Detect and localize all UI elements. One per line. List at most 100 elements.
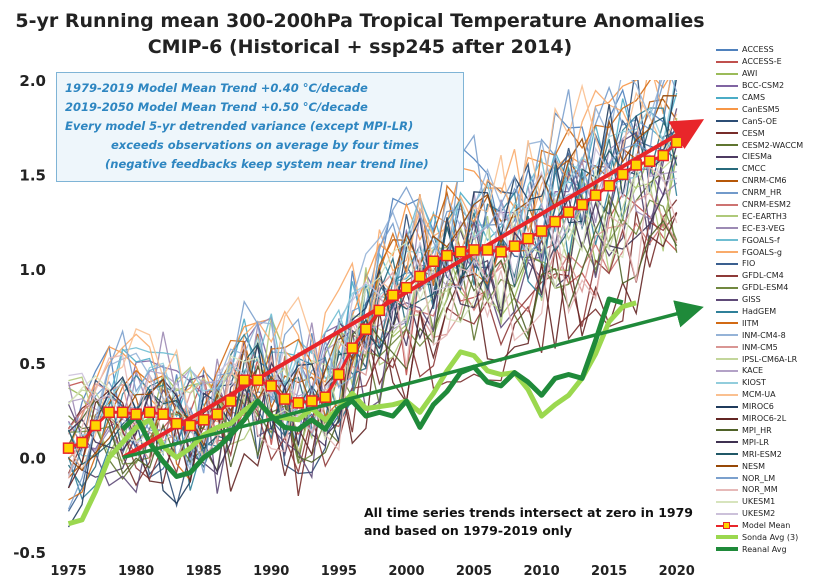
legend-swatch <box>716 262 738 265</box>
model-mean-point <box>89 419 102 432</box>
legend-swatch <box>716 298 738 301</box>
note-line-1: All time series trends intersect at zero… <box>364 505 694 520</box>
legend-label: CNRM-ESM2 <box>742 200 792 210</box>
legend-swatch <box>716 274 738 277</box>
legend-label: CAMS <box>742 93 766 102</box>
model-mean-point <box>387 289 399 301</box>
model-mean-point <box>157 408 169 420</box>
model-mean-point <box>211 408 223 420</box>
legend-label: NOR_MM <box>742 485 778 495</box>
annotation-note: All time series trends intersect at zero… <box>364 504 693 540</box>
legend-label: MPI_HR <box>742 425 772 435</box>
model-series-line <box>68 122 677 416</box>
legend-swatch <box>716 167 738 170</box>
legend-swatch <box>716 84 738 87</box>
legend-item: Reanal Avg <box>716 543 824 555</box>
legend-swatch <box>716 60 738 63</box>
legend-label: CanS-OE <box>742 116 778 126</box>
legend-label: CNRM_HR <box>742 188 782 198</box>
model-mean-point <box>292 397 305 409</box>
legend-item: CanS-OE <box>716 115 824 127</box>
legend-label: MRI-ESM2 <box>742 449 782 459</box>
legend-label: Sonda Avg (3) <box>742 532 799 542</box>
legend-label: CESM2-WACCM <box>742 140 804 150</box>
legend-label: Model Mean <box>742 521 791 531</box>
model-mean-point <box>441 249 453 262</box>
model-series-line <box>68 144 678 474</box>
legend-item: GISS <box>716 294 824 306</box>
model-series-line <box>67 116 678 466</box>
model-mean-point <box>522 232 534 245</box>
model-series-line <box>67 83 678 471</box>
legend-item: IITM <box>716 317 824 329</box>
legend-swatch <box>716 251 738 254</box>
legend-item: INM-CM4-8 <box>716 329 824 341</box>
legend-label: KIOST <box>742 378 766 388</box>
legend-item: FGOALS-g <box>716 246 824 258</box>
legend-item: MPI-LR <box>716 436 824 448</box>
model-series-line <box>68 146 677 445</box>
model-series-line <box>67 80 666 460</box>
legend-swatch <box>716 108 738 111</box>
legend-label: IPSL-CM6A-LR <box>742 354 798 364</box>
legend-swatch <box>716 547 738 552</box>
legend-item: GFDL-ESM4 <box>716 282 824 294</box>
legend-item: CNRM_HR <box>716 187 824 199</box>
model-mean-point <box>116 406 129 419</box>
legend-item: UKESM2 <box>716 508 824 520</box>
legend-swatch <box>716 488 738 491</box>
legend-swatch <box>716 96 738 99</box>
model-mean-point <box>238 374 250 386</box>
model-mean-point <box>62 442 75 454</box>
legend-swatch <box>716 522 738 530</box>
legend-item: ACCESS-E <box>716 56 824 68</box>
x-tick-label: 2015 <box>591 564 627 578</box>
legend-label: MIROC6 <box>742 402 774 412</box>
chart-title: 5-yr Running mean 300-200hPa Tropical Te… <box>15 10 705 32</box>
model-mean-point <box>224 395 237 407</box>
legend-label: BCC-CSM2 <box>742 81 785 91</box>
legend-label: GFDL-CM4 <box>742 271 784 281</box>
legend-label: INM-CM5 <box>742 342 778 352</box>
legend-item: MIROC6 <box>716 401 824 413</box>
legend-item: Model Mean <box>716 520 824 532</box>
legend-item: MCM-UA <box>716 389 824 401</box>
legend-item: INM-CM5 <box>716 341 824 353</box>
model-series-line <box>67 80 669 452</box>
legend-item: CAMS <box>716 92 824 104</box>
legend-label: CESM <box>742 128 765 138</box>
info-line-3: Every model 5-yr detrended variance (exc… <box>65 119 414 133</box>
model-mean-point <box>495 246 507 258</box>
model-mean-point <box>454 246 467 258</box>
legend-label: FGOALS-f <box>742 235 780 245</box>
model-mean-point <box>603 179 615 192</box>
model-mean-point <box>562 206 575 218</box>
y-tick-label: 1.5 <box>19 166 46 184</box>
note-line-2: and based on 1979-2019 only <box>364 523 573 538</box>
legend-label: KACE <box>742 366 764 376</box>
legend-item: MIROC6-2L <box>716 413 824 425</box>
y-tick-label: 1.0 <box>19 261 46 279</box>
legend-item: NOR_LM <box>716 472 824 484</box>
legend-item: NOR_MM <box>716 484 824 496</box>
model-mean-point <box>265 380 278 392</box>
model-mean-point <box>427 255 440 267</box>
legend-swatch <box>716 477 738 479</box>
model-mean-point <box>103 406 115 419</box>
info-line-4: exceeds observations on average by four … <box>111 138 419 152</box>
model-mean-point <box>400 281 413 294</box>
legend-label: CMCC <box>742 164 766 174</box>
legend-swatch <box>716 144 738 147</box>
legend-swatch <box>716 179 738 182</box>
legend-label: HadGEM <box>742 307 777 317</box>
model-mean-point <box>670 136 683 149</box>
legend-label: AWI <box>742 69 758 79</box>
legend-item: IPSL-CM6A-LR <box>716 353 824 365</box>
y-tick-label: 0.0 <box>19 450 46 468</box>
model-mean-point <box>333 368 345 381</box>
info-line-2: 2019-2050 Model Mean Trend +0.50 °C/deca… <box>65 100 368 114</box>
legend-item: CESM <box>716 127 824 139</box>
legend-label: IITM <box>742 318 759 328</box>
